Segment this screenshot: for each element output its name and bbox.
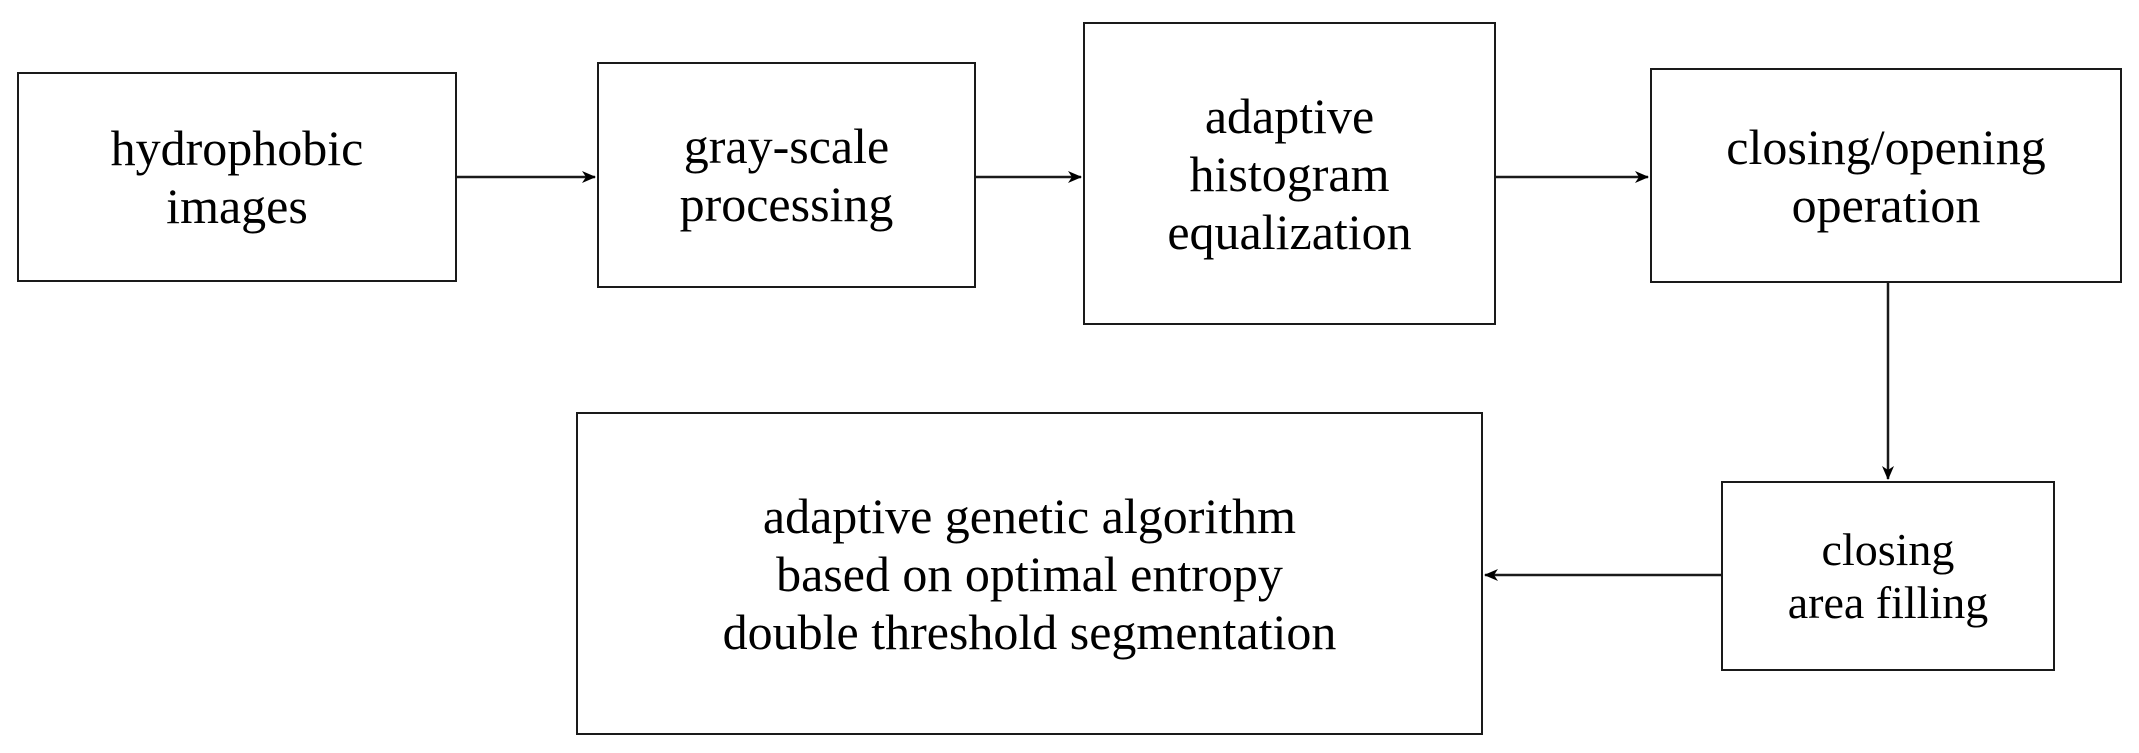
node-hydrophobic-images[interactable]: hydrophobic images <box>17 72 457 282</box>
node-adaptive-genetic-algorithm[interactable]: adaptive genetic algorithm based on opti… <box>576 412 1483 735</box>
node-label-hydrophobic-images: hydrophobic images <box>110 120 364 234</box>
node-adaptive-histogram-equalization[interactable]: adaptive histogram equalization <box>1083 22 1496 325</box>
node-label-adaptive-histogram-equalization: adaptive histogram equalization <box>1167 87 1412 260</box>
node-label-gray-scale-processing: gray-scale processing <box>679 118 894 232</box>
node-closing-area-filling[interactable]: closing area filling <box>1721 481 2055 671</box>
node-closing-opening-operation[interactable]: closing/opening operation <box>1650 68 2122 283</box>
node-label-closing-opening-operation: closing/opening operation <box>1726 118 2046 233</box>
node-label-closing-area-filling: closing area filling <box>1787 523 1989 628</box>
node-label-adaptive-genetic-algorithm: adaptive genetic algorithm based on opti… <box>722 487 1337 660</box>
node-gray-scale-processing[interactable]: gray-scale processing <box>597 62 976 288</box>
